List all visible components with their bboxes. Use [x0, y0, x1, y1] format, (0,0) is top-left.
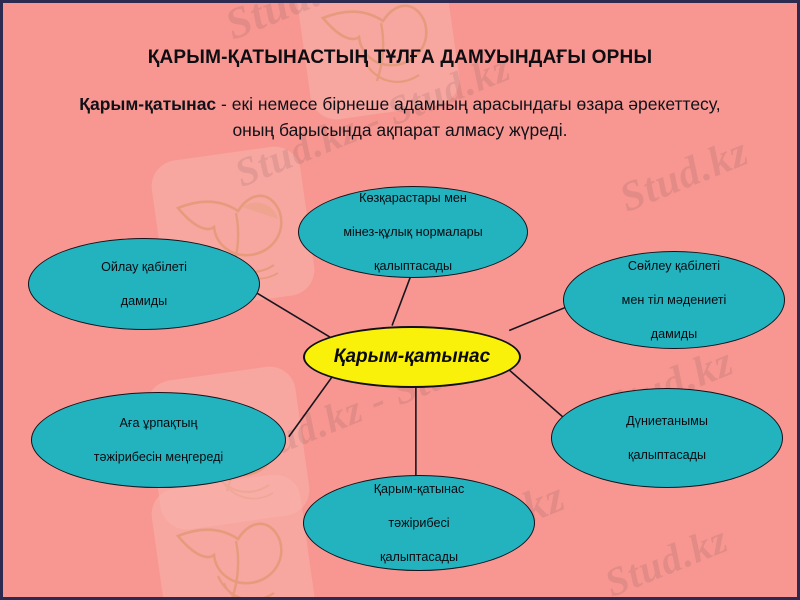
node-right-top[interactable]: Сөйлеу қабілеті мен тіл мәдениеті дамиды: [563, 251, 785, 349]
node-left-top-label: Ойлау қабілеті дамиды: [101, 259, 187, 308]
node-left-bottom-label: Аға ұрпақтың тәжірибесін меңгереді: [93, 415, 224, 464]
node-right-bottom[interactable]: Дүниетанымы қалыптасады: [551, 388, 783, 488]
connector-center-to-right-bottom: [506, 367, 572, 425]
page-title: ҚАРЫМ-ҚАТЫНАСТЫҢ ТҰЛҒА ДАМУЫНДАҒЫ ОРНЫ: [147, 47, 653, 68]
connector-center-to-right-top: [508, 306, 566, 332]
node-top-label: Көзқарастары мен мінез-құлық нормалары қ…: [343, 190, 483, 273]
node-bottom[interactable]: Қарым-қатынас тәжірибесі қалыптасады: [303, 475, 535, 571]
definition-term: Қарым-қатынас: [79, 94, 217, 114]
node-left-bottom[interactable]: Аға ұрпақтың тәжірибесін меңгереді: [31, 392, 286, 488]
definition-paragraph: Қарым-қатынас - екі немесе бірнеше адамн…: [65, 91, 735, 143]
node-top[interactable]: Көзқарастары мен мінез-құлық нормалары қ…: [298, 186, 528, 278]
node-bottom-label: Қарым-қатынас тәжірибесі қалыптасады: [373, 481, 465, 564]
connector-center-to-top: [391, 272, 413, 326]
node-center[interactable]: Қарым-қатынас: [303, 326, 521, 388]
definition-body: - екі немесе бірнеше адамның арасындағы …: [216, 94, 721, 140]
node-right-top-label: Сөйлеу қабілеті мен тіл мәдениеті дамиды: [621, 258, 727, 341]
node-right-bottom-label: Дүниетанымы қалыптасады: [626, 413, 708, 462]
node-left-top[interactable]: Ойлау қабілеті дамиды: [28, 238, 260, 330]
node-center-label: Қарым-қатынас: [333, 346, 491, 367]
